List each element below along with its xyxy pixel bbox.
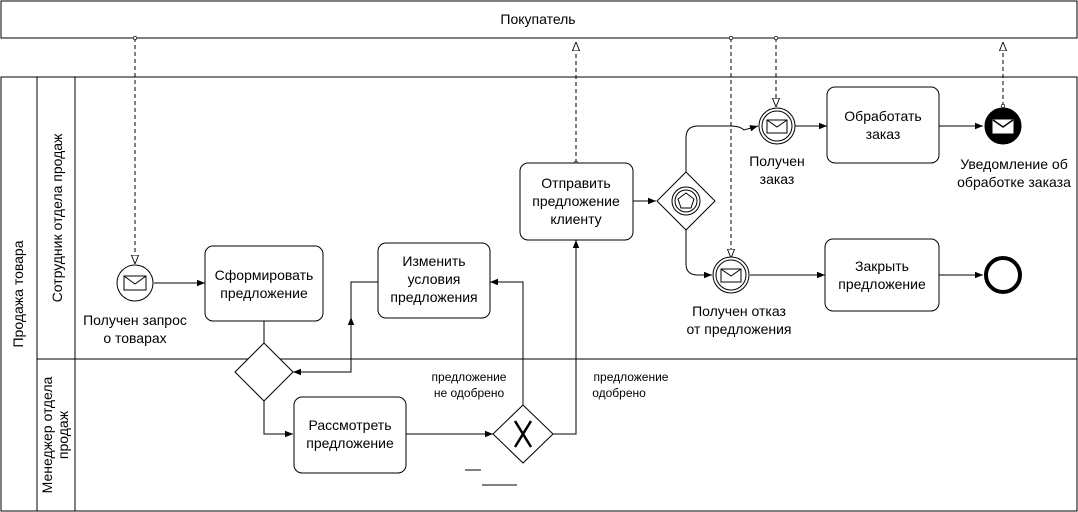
condition-not-approved-line2: не одобрено (434, 386, 505, 400)
task-change-terms-line2: условия (408, 271, 461, 287)
task-send-offer-line3: клиенту (550, 211, 601, 227)
event-label-refusal-line2: от предложения (686, 321, 791, 337)
task-change-terms-line1: Изменить (402, 253, 465, 269)
gateway-exclusive-decision[interactable] (492, 404, 554, 464)
sequence-flows (154, 122, 983, 486)
event-label-order-line2: заказ (760, 171, 795, 187)
task-process-order[interactable]: Обработать заказ (826, 86, 940, 164)
pentagon-icon (677, 192, 695, 209)
task-send-offer[interactable]: Отправить предложение клиенту (519, 162, 634, 241)
task-review-offer-line1: Рассмотреть (309, 417, 392, 433)
task-review-offer-line2: предложение (306, 435, 394, 451)
sales-pool-label: Продажа товара (10, 240, 26, 347)
event-label-refusal-line1: Получен отказ (692, 303, 786, 319)
end-event-notify[interactable] (984, 107, 1022, 145)
task-form-offer-line2: предложение (220, 285, 308, 301)
task-process-order-line2: заказ (866, 126, 901, 142)
gateway-event-based[interactable] (656, 171, 716, 231)
task-close-offer[interactable]: Закрыть предложение (824, 238, 940, 312)
task-form-offer-line1: Сформировать (215, 267, 314, 283)
end-event-close[interactable] (984, 256, 1022, 294)
task-close-offer-line2: предложение (838, 276, 926, 292)
message-flows (135, 38, 1003, 264)
lane-manager-label-line1: Менеджер отдела (39, 376, 55, 493)
buyer-pool-label: Покупатель (500, 11, 575, 27)
event-label-order-line1: Получен (749, 153, 805, 169)
task-send-offer-line2: предложение (532, 193, 620, 209)
task-review-offer[interactable]: Рассмотреть предложение (293, 396, 407, 474)
condition-approved-line2: одобрено (592, 386, 646, 400)
task-process-order-line1: Обработать (844, 108, 921, 124)
event-label-notify-line1: Уведомление об (960, 156, 1067, 172)
task-send-offer-line1: Отправить (541, 175, 610, 191)
lane-manager-label-line2: продаж (55, 410, 71, 459)
lane-employee-label: Сотрудник отдела продаж (49, 133, 65, 302)
task-close-offer-line1: Закрыть (855, 258, 909, 274)
event-label-notify-line2: обработке заказа (957, 174, 1071, 190)
exclusive-x-icon (513, 420, 533, 448)
event-label-request-line1: Получен запрос (83, 312, 187, 328)
gateway-review-merge[interactable] (234, 342, 294, 402)
buyer-pool: Покупатель (0, 0, 1078, 39)
task-change-terms-line3: предложения (390, 289, 477, 305)
task-change-terms[interactable]: Изменить условия предложения (377, 242, 491, 319)
task-form-offer[interactable]: Сформировать предложение (204, 245, 324, 322)
intermediate-event-refusal[interactable] (712, 256, 750, 294)
condition-approved-line1: предложение (594, 370, 669, 384)
intermediate-event-order[interactable] (758, 107, 796, 145)
start-event-request[interactable] (116, 264, 154, 302)
event-label-request-line2: о товарах (103, 330, 166, 346)
condition-not-approved-line1: предложение (432, 370, 507, 384)
